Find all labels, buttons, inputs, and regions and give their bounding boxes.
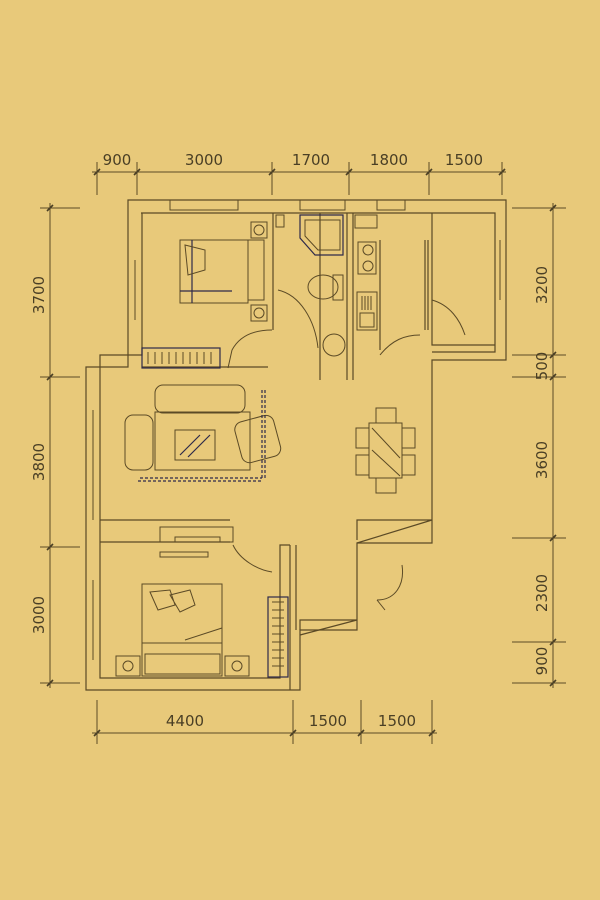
windows bbox=[85, 200, 507, 660]
wardrobe-bottom bbox=[267, 596, 289, 678]
bathroom-fixtures bbox=[275, 214, 346, 357]
dim-top-5: 1500 bbox=[445, 151, 483, 169]
door-swings bbox=[227, 289, 466, 611]
dim-right-4: 2300 bbox=[533, 574, 551, 612]
dim-left-2: 3800 bbox=[30, 443, 48, 481]
dimension-right: 3200 500 3600 2300 900 bbox=[512, 203, 566, 688]
dim-right-1: 3200 bbox=[533, 266, 551, 304]
kitchen-fixtures bbox=[354, 214, 378, 331]
dim-right-3: 3600 bbox=[533, 441, 551, 479]
dimension-left: 3700 3800 3000 bbox=[30, 203, 80, 688]
second-bedroom-bed bbox=[141, 583, 223, 677]
dining-table bbox=[355, 407, 416, 494]
master-bedroom-nightstands bbox=[250, 221, 268, 322]
dimension-top: 900 3000 1700 1800 1500 bbox=[92, 151, 506, 195]
second-bedroom-nightstands bbox=[115, 655, 250, 677]
dim-bottom-2: 1500 bbox=[309, 712, 347, 730]
dim-left-1: 3700 bbox=[30, 276, 48, 314]
dim-bottom-1: 4400 bbox=[166, 712, 204, 730]
wardrobe-top bbox=[141, 347, 221, 369]
dim-right-5: 900 bbox=[533, 647, 551, 676]
dim-bottom-3: 1500 bbox=[378, 712, 416, 730]
tv-cabinet bbox=[159, 526, 234, 558]
living-room-sofa bbox=[124, 384, 282, 482]
dim-right-2: 500 bbox=[533, 352, 551, 381]
dim-top-2: 3000 bbox=[185, 151, 223, 169]
dim-top-1: 900 bbox=[103, 151, 132, 169]
walls bbox=[85, 199, 507, 691]
dim-top-4: 1800 bbox=[370, 151, 408, 169]
dim-top-3: 1700 bbox=[292, 151, 330, 169]
dim-left-3: 3000 bbox=[30, 596, 48, 634]
dimension-bottom: 4400 1500 1500 bbox=[92, 700, 437, 744]
master-bedroom-bed bbox=[179, 239, 265, 304]
